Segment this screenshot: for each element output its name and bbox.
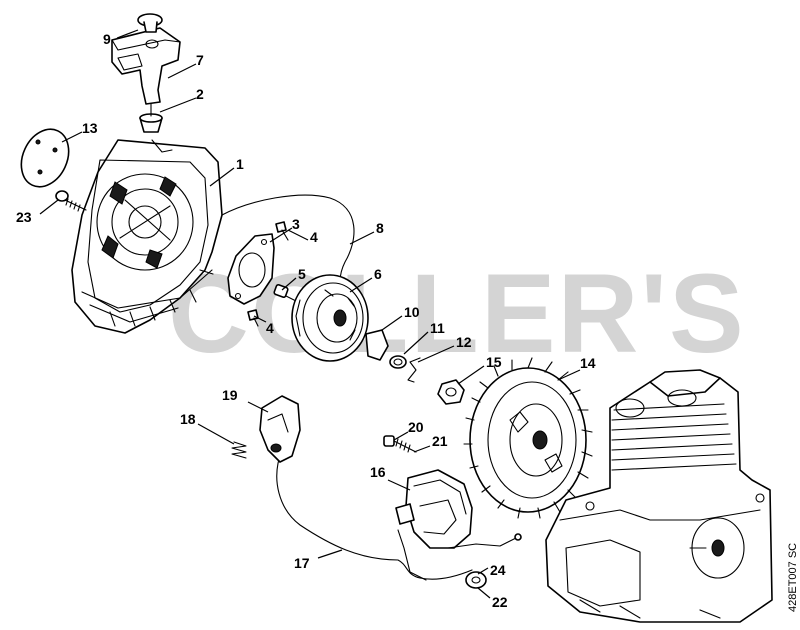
- callout-11: 11: [430, 320, 445, 336]
- diagram-code: 428ET007 SC: [787, 543, 799, 612]
- callout-19: 19: [222, 387, 238, 403]
- engine-crankcase[interactable]: [545, 369, 773, 623]
- callout-18: 18: [180, 411, 196, 427]
- grommet[interactable]: [465, 571, 487, 589]
- callout-8: 8: [376, 220, 384, 236]
- washer[interactable]: [389, 355, 407, 369]
- callout-12: 12: [456, 334, 472, 350]
- callout-4-upper: 4: [310, 229, 318, 245]
- starter-grip[interactable]: [111, 27, 181, 105]
- callout-20: 20: [408, 419, 424, 435]
- spring-18[interactable]: [231, 441, 247, 459]
- callout-9: 9: [103, 31, 111, 47]
- callout-2: 2: [196, 86, 204, 102]
- screw-20[interactable]: [383, 435, 417, 453]
- callout-6: 6: [374, 266, 382, 282]
- callout-10: 10: [404, 304, 420, 320]
- stop-switch-cover[interactable]: [259, 395, 301, 463]
- grip-insert[interactable]: [137, 13, 163, 33]
- rope-guide-bush[interactable]: [139, 103, 163, 133]
- screw-5[interactable]: [273, 284, 299, 303]
- callout-7: 7: [196, 52, 204, 68]
- ignition-lead: [397, 529, 427, 581]
- cover-plate[interactable]: [12, 122, 77, 195]
- callout-17: 17: [294, 555, 310, 571]
- callout-23: 23: [16, 209, 32, 225]
- callout-numbers: 9 7 2 13 1 23 3 4 8 5 6 4 10 11 12 15 14…: [16, 31, 596, 610]
- callout-5: 5: [298, 266, 306, 282]
- spring-plate[interactable]: [227, 233, 275, 305]
- callout-21: 21: [432, 433, 448, 449]
- nut[interactable]: [437, 379, 465, 405]
- callout-15: 15: [486, 354, 502, 370]
- spring-clip[interactable]: [407, 357, 421, 383]
- leader-lines: [39, 29, 581, 599]
- callout-14: 14: [580, 355, 596, 371]
- callout-1: 1: [236, 156, 244, 172]
- callout-24: 24: [490, 562, 506, 578]
- screw-4-upper[interactable]: [275, 221, 289, 241]
- ignition-module[interactable]: [395, 469, 473, 549]
- ground-wire: [447, 537, 517, 549]
- callout-3: 3: [292, 216, 300, 232]
- callout-13: 13: [82, 120, 98, 136]
- starter-housing[interactable]: [71, 139, 223, 334]
- rope-rotor[interactable]: [291, 274, 369, 362]
- screw-23[interactable]: [55, 190, 87, 212]
- pawl[interactable]: [365, 329, 389, 361]
- callout-22: 22: [492, 594, 508, 610]
- flywheel[interactable]: [463, 357, 593, 519]
- ground-wire-terminal: [514, 533, 522, 541]
- callout-16: 16: [370, 464, 386, 480]
- callout-4-lower: 4: [266, 320, 274, 336]
- short-circuit-wire: [276, 449, 473, 580]
